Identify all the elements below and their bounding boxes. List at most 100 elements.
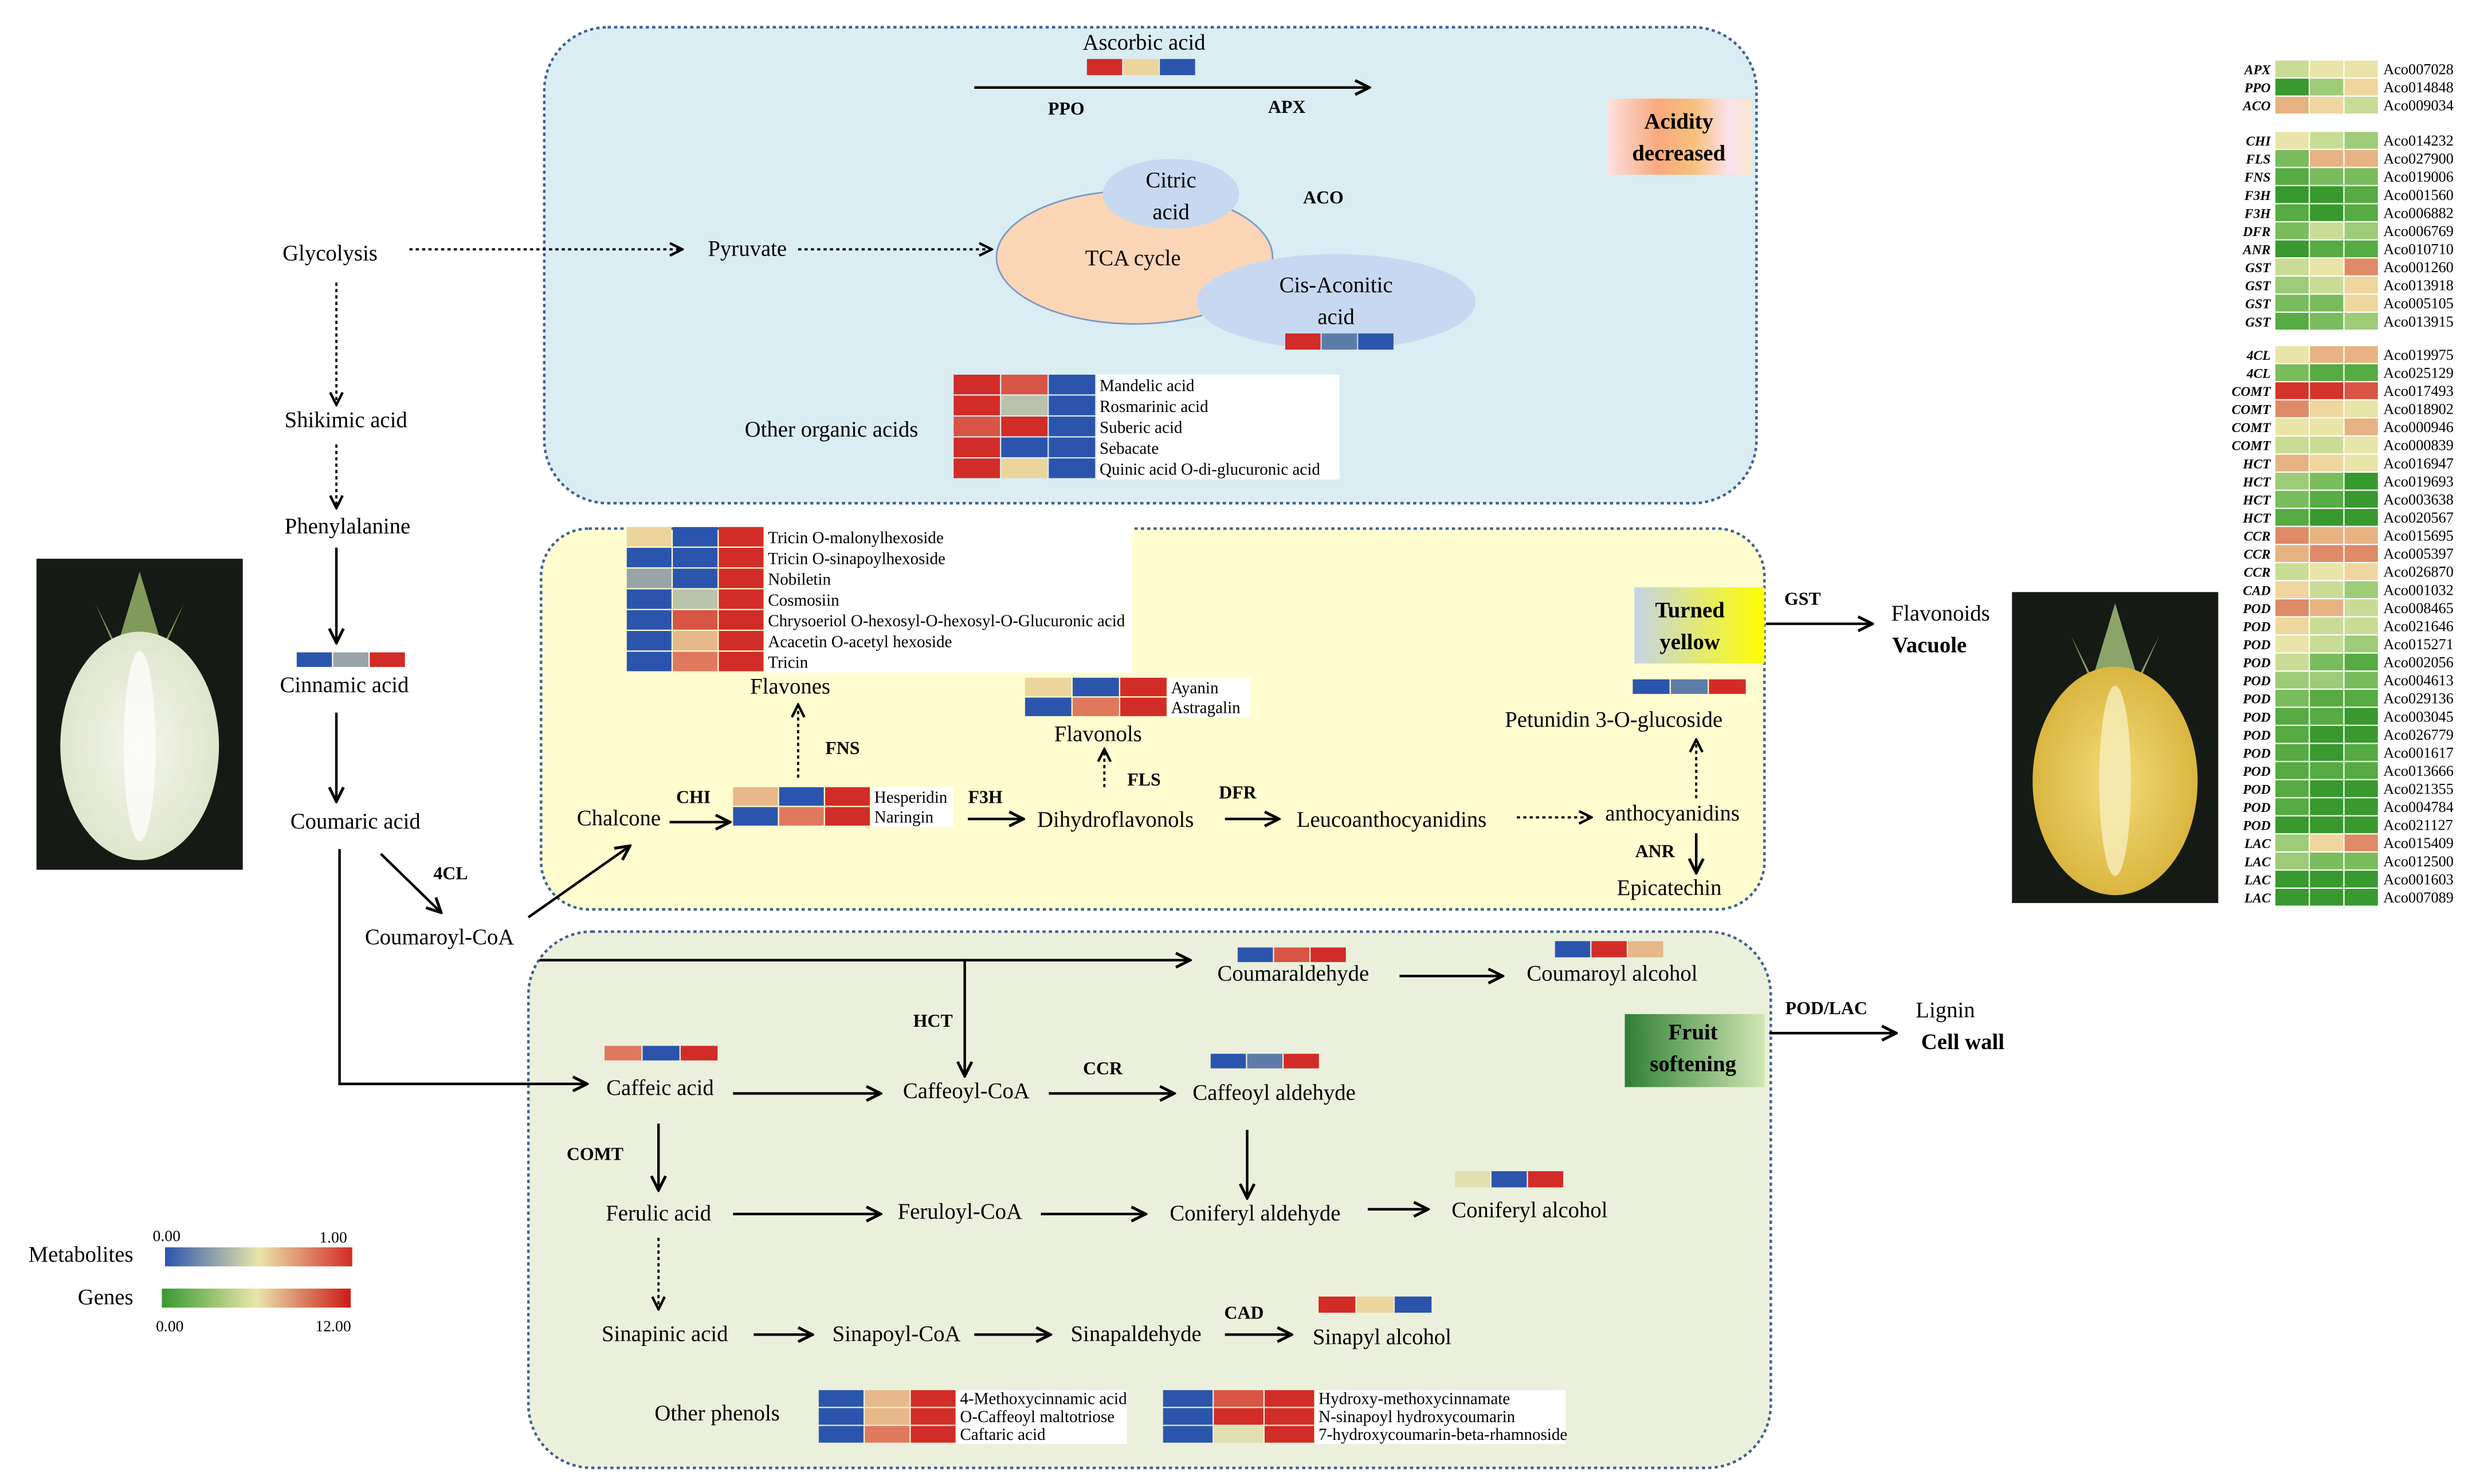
gene-heatmap-cell <box>2275 96 2309 114</box>
heatmap-cell <box>1491 1171 1527 1188</box>
gene-heatmap-cell <box>2310 222 2344 240</box>
gene-heatmap-cell <box>2310 635 2344 653</box>
gene-id: Aco006769 <box>2383 223 2454 240</box>
gene-heatmap-cell <box>2275 672 2309 689</box>
gene-id: Aco005397 <box>2383 545 2454 562</box>
gene-heatmap-cell <box>2344 870 2378 888</box>
heatmap-cell <box>605 1046 642 1061</box>
heatmap-cell <box>865 1408 910 1425</box>
heatmap-cell <box>1049 395 1096 415</box>
gene-heatmap-cell <box>2310 186 2344 203</box>
gene-heatmap-cell <box>2275 490 2309 508</box>
heatmap-cell <box>818 1408 864 1425</box>
heatmap-cell <box>733 807 778 826</box>
heatmap-label-background <box>956 1390 1127 1444</box>
gene-heatmap-cell <box>2344 527 2378 544</box>
node-pyruvate: Pyruvate <box>708 236 787 261</box>
gene-heatmap-cell <box>2344 150 2378 167</box>
node-coumaroyl-alcohol: Coumaroyl alcohol <box>1526 961 1697 986</box>
gene-id: Aco019975 <box>2383 347 2454 363</box>
heatmap-cell <box>719 651 764 672</box>
gene-heatmap-cell <box>2310 853 2344 870</box>
gene-name: POD <box>2242 710 2270 725</box>
heatmap-cell <box>1528 1171 1564 1188</box>
gene-heatmap-cell <box>2344 744 2378 761</box>
heatmap-cell <box>1072 677 1119 697</box>
heatmap-cell <box>719 631 764 651</box>
gene-heatmap-cell <box>2310 599 2344 617</box>
gene-heatmap-cell <box>2310 780 2344 798</box>
gene-heatmap-cell <box>2275 798 2309 815</box>
heatmap-cell <box>865 1390 910 1407</box>
gene-heatmap-cell <box>2310 150 2344 167</box>
node-phenylalanine: Phenylalanine <box>285 514 411 539</box>
gene-heatmap-cell <box>2344 454 2378 472</box>
box-label-softening: Fruit <box>1669 1020 1718 1045</box>
gene-heatmap-cell <box>2310 689 2344 707</box>
heatmap-cell <box>1163 1390 1213 1407</box>
gene-heatmap-cell <box>2275 563 2309 580</box>
heatmap-label-background <box>1096 374 1340 480</box>
heatmap-cell <box>1264 1390 1314 1407</box>
turned-yellow-box <box>1634 587 1765 664</box>
node-ferulic: Ferulic acid <box>606 1201 711 1226</box>
enzyme-label-fls: FLS <box>1127 770 1160 790</box>
gene-heatmap-cell <box>2275 400 2309 418</box>
enzyme-label-f3h: F3H <box>968 787 1003 807</box>
unripe-pineapple-photo <box>36 559 243 870</box>
gene-row: DFR Aco006769 <box>2242 222 2454 240</box>
gene-id: Aco019693 <box>2383 473 2454 490</box>
gene-name: COMT <box>2232 439 2272 454</box>
gene-id: Aco029136 <box>2383 690 2454 707</box>
heatmap-cell <box>1264 1426 1314 1443</box>
gene-heatmap-cell <box>2310 295 2344 312</box>
gene-heatmap-cell <box>2310 258 2344 276</box>
gene-heatmap-cell <box>2310 708 2344 725</box>
metabolite-name: Rosmarinic acid <box>1100 398 1208 416</box>
phenylpropanoid-panel <box>527 930 1772 1470</box>
gene-id: Aco002056 <box>2383 654 2454 671</box>
enzyme-label-gst: GST <box>1784 588 1821 608</box>
node-other-phenols: Other phenols <box>654 1401 779 1426</box>
gene-heatmap-cell <box>2275 346 2309 363</box>
metabolites-color-scale <box>164 1247 352 1267</box>
heatmap-cell <box>333 652 368 668</box>
gene-name: DFR <box>2242 225 2270 240</box>
gene-id: Aco007028 <box>2383 61 2454 77</box>
gene-heatmap-cell <box>2275 222 2309 240</box>
gene-name: CCR <box>2244 529 2271 544</box>
gene-heatmap-cell <box>2275 418 2309 435</box>
heatmap-cell <box>1628 941 1663 957</box>
gene-heatmap-cell <box>2275 708 2309 725</box>
gene-name: GST <box>2245 315 2271 330</box>
gene-id: Aco027900 <box>2383 151 2454 167</box>
gene-heatmap-cell <box>2344 545 2378 562</box>
node-sinapoyl-coa: Sinapoyl-CoA <box>833 1321 961 1346</box>
heatmap-cell <box>719 610 764 630</box>
gene-heatmap-cell <box>2344 635 2378 653</box>
gene-name: 4CL <box>2246 366 2271 381</box>
heatmap-cell <box>1120 697 1167 716</box>
enzyme-label-ppo: PPO <box>1048 99 1085 119</box>
gene-heatmap-cell <box>2310 889 2344 906</box>
node-cis-2: acid <box>1317 304 1355 329</box>
node-sinapinic: Sinapinic acid <box>602 1321 728 1346</box>
heatmap-cell <box>818 1426 864 1443</box>
gene-id: Aco006882 <box>2383 205 2454 221</box>
node-citric-1: Citric <box>1145 168 1196 193</box>
gene-heatmap-cell <box>2344 400 2378 418</box>
gene-name: GST <box>2245 261 2271 276</box>
gene-name: GST <box>2245 279 2271 294</box>
heatmap-cell <box>1001 458 1048 478</box>
gene-id: Aco008465 <box>2383 600 2454 617</box>
